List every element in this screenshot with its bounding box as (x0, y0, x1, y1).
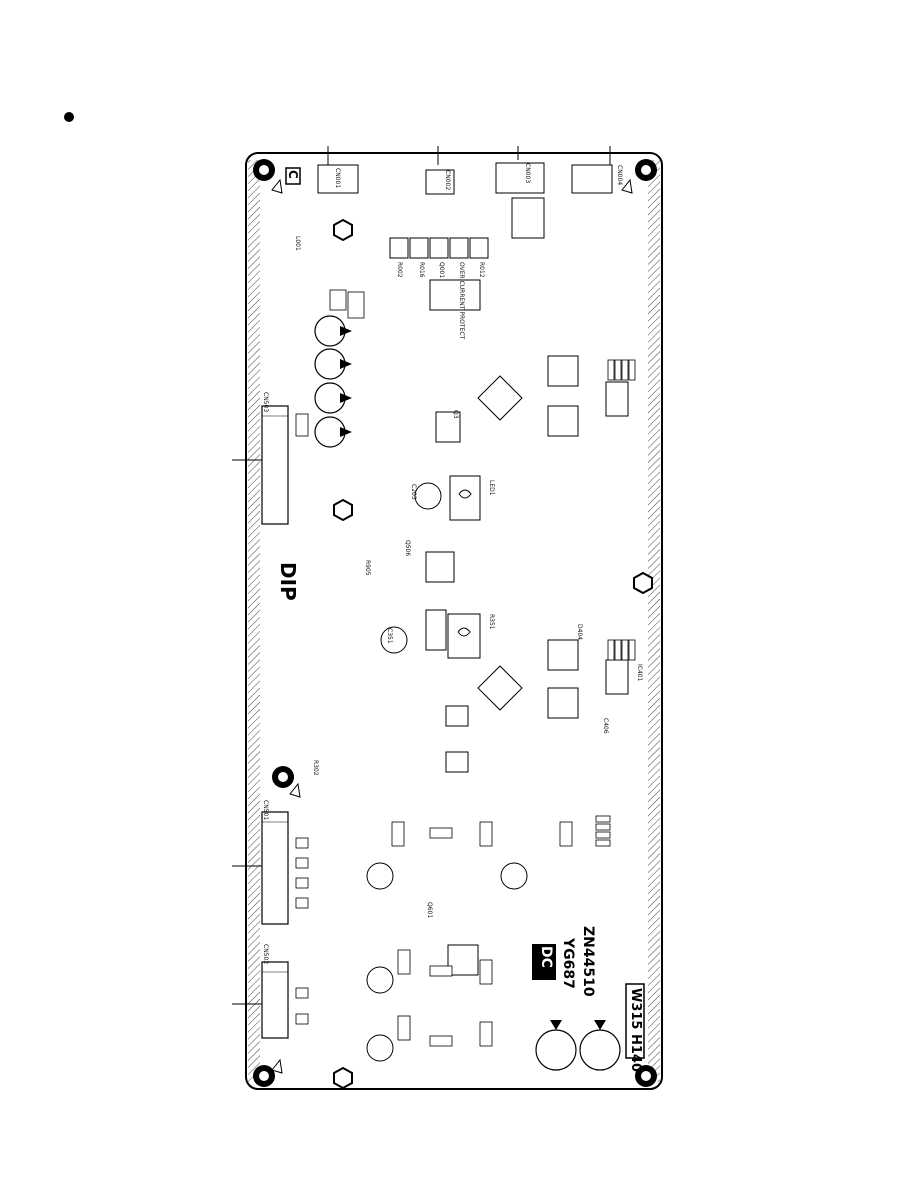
connector-label-4: CN004 (616, 165, 623, 186)
part-label: Q3 (452, 410, 459, 419)
yg-marking: YG687 (560, 938, 576, 989)
part-label: R905 (364, 560, 371, 576)
edge-hatch-right (648, 160, 660, 1082)
part-label: CN503 (262, 392, 269, 413)
part-label: R302 (312, 760, 319, 776)
part-label: C203 (410, 484, 417, 500)
part-label: Q601 (426, 902, 433, 919)
top-connectors (317, 162, 613, 195)
dc-marking: DC (538, 946, 554, 968)
inductors (425, 197, 545, 976)
c-badge-frame (285, 167, 301, 185)
part-label: IC401 (636, 664, 643, 682)
dc-block (532, 944, 556, 980)
part-label: C351 (386, 628, 393, 644)
size-marking: W315 H140 (628, 988, 643, 1073)
part-label: R016 (418, 262, 425, 278)
zn-marking: ZN44510 (580, 926, 596, 997)
part-label: CN501 (262, 800, 269, 821)
edge-hatch-left (248, 160, 260, 1082)
triangle-markers (271, 178, 633, 1074)
dip-marking: DIP (276, 562, 300, 601)
part-label: Q001 (438, 262, 445, 279)
small-caps (295, 289, 573, 1047)
modules (425, 355, 629, 773)
part-label: R002 (396, 262, 403, 278)
left-connectors (261, 405, 289, 1039)
part-label: Q506 (404, 540, 411, 557)
part-label: LED1 (488, 480, 495, 496)
part-label: L001 (294, 236, 301, 251)
part-label: CN502 (262, 944, 269, 965)
part-label: D404 (576, 624, 583, 641)
electrolytic-caps (314, 315, 621, 1071)
part-label: R351 (488, 614, 495, 630)
small-parts-right (595, 359, 636, 847)
current-protect-label: OVER CURRENT PROTECT (458, 262, 465, 340)
mounting-holes (253, 159, 657, 1087)
part-label: C406 (602, 718, 609, 734)
connector-label-3: CN003 (524, 163, 531, 184)
ic-diamonds (477, 375, 523, 711)
connector-label-1: CN001 (334, 168, 341, 189)
connector-label-2: CN002 (444, 170, 451, 191)
bullet-marker (64, 112, 74, 122)
leader-lines (232, 146, 611, 1005)
c-badge: C (286, 170, 300, 179)
size-frame (625, 983, 645, 1059)
resistor-bank (389, 237, 489, 259)
part-label: R012 (478, 262, 485, 278)
hex-holes (333, 218, 653, 1090)
